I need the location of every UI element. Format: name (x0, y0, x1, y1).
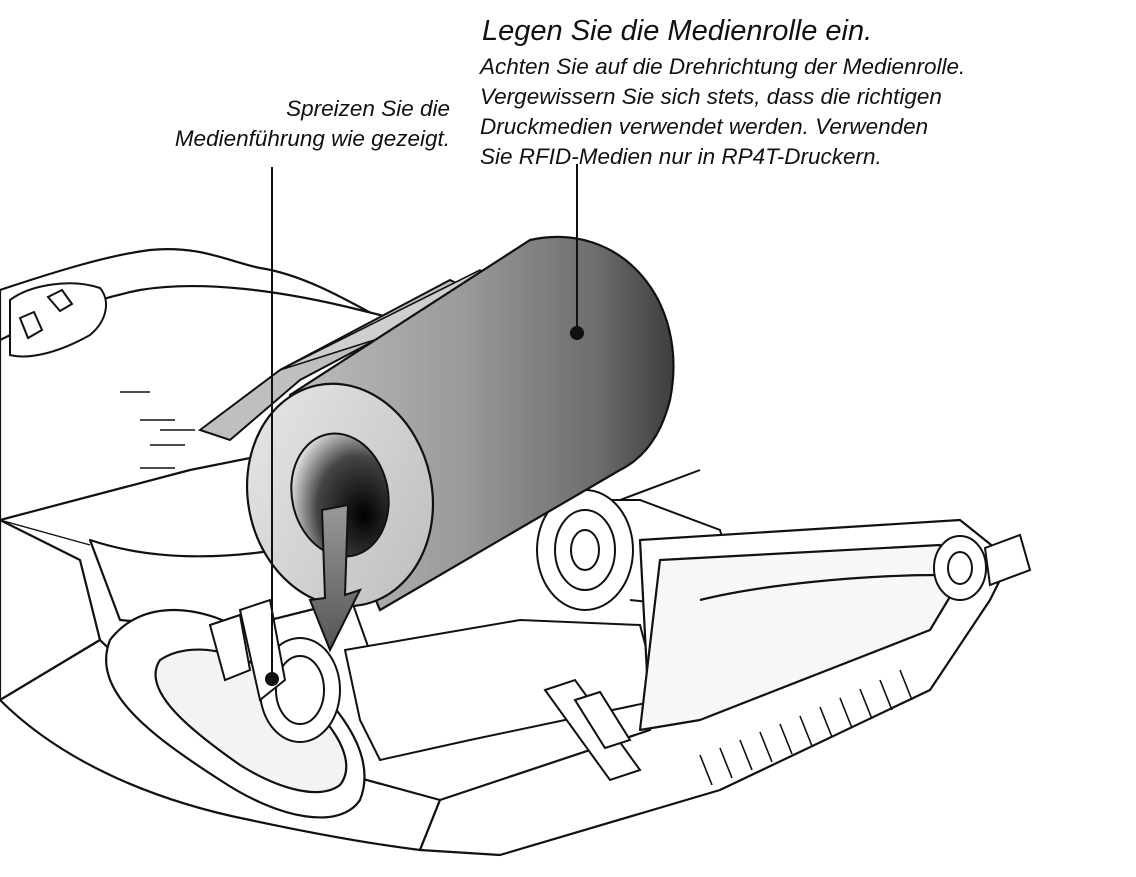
roll-callout-line: Vergewissern Sie sich stets, dass die ri… (480, 84, 942, 109)
door-ribs (699, 669, 913, 786)
platen-door (418, 518, 1012, 857)
roll-callout-line: Achten Sie auf die Drehrichtung der Medi… (480, 54, 966, 79)
side-grip (105, 608, 366, 819)
guide-callout-line: Medienführung wie gezeigt. (174, 126, 450, 151)
leader-lines (265, 164, 584, 686)
roll-callout-body: Achten Sie auf die Drehrichtung der Medi… (480, 52, 965, 172)
insert-arrow (308, 503, 362, 653)
latch (543, 678, 642, 782)
drive-gear (933, 533, 1032, 601)
roll-callout-line: Sie RFID-Medien nur in RP4T-Druckern. (480, 144, 882, 169)
roll-callout-title: Legen Sie die Medienrolle ein. (482, 15, 873, 47)
guide-callout: Spreizen Sie die Medienführung wie gezei… (175, 94, 450, 154)
housing-lines (0, 391, 195, 546)
guide-callout-line: Spreizen Sie die (286, 96, 450, 121)
control-buttons (9, 282, 107, 358)
roll-callout-line: Druckmedien verwendet werden. Verwenden (480, 114, 929, 139)
